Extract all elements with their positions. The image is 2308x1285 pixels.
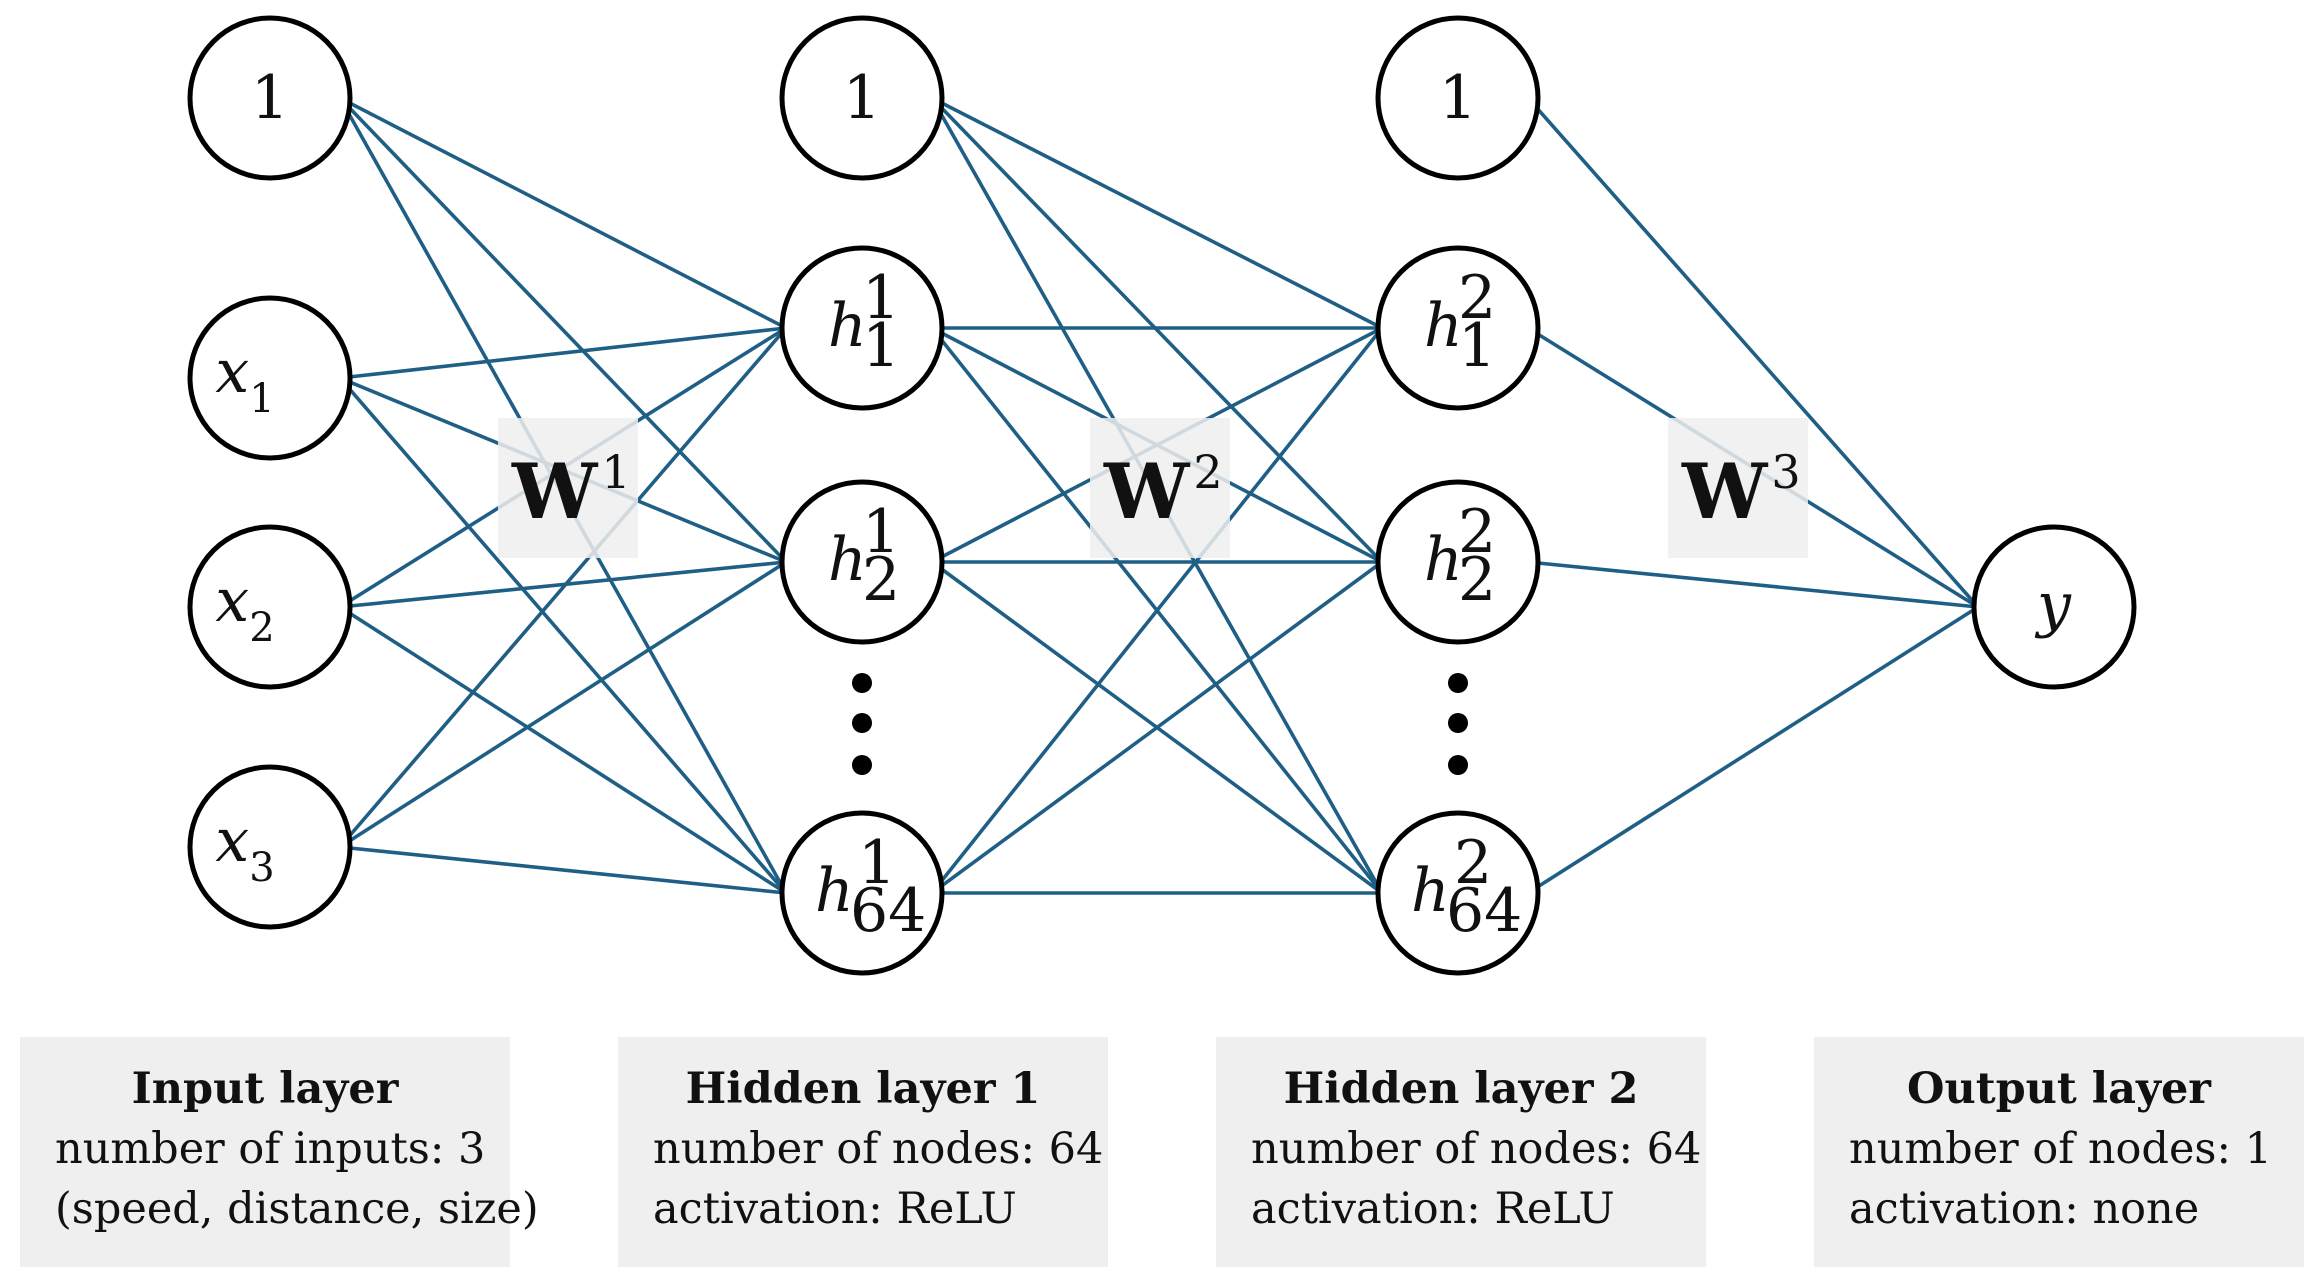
- h2-1-sub: 1: [1458, 311, 1496, 381]
- input-node-x2: x2: [187, 524, 353, 690]
- h2-64-sub: 64: [1446, 876, 1522, 946]
- svg-text:W2: W2: [1103, 445, 1223, 536]
- input-layer-line1: number of inputs: 3: [55, 1124, 486, 1174]
- h1-2-sup: 1: [862, 497, 900, 567]
- connection-l1-1-2: [338, 376, 788, 895]
- hidden2-node-h1: h 2 1: [1375, 245, 1541, 411]
- h1-64-sup: 1: [858, 828, 896, 898]
- hidden-layer-2-line1: number of nodes: 64: [1251, 1124, 1702, 1174]
- connection-l3-0-0: [1526, 96, 1980, 609]
- hidden2-node-h2: h 2 2: [1375, 479, 1541, 645]
- weight-w3-base: W: [1681, 447, 1769, 536]
- h1-64-base: h: [815, 856, 854, 926]
- weight-w1-sup: 1: [601, 445, 630, 499]
- h2-64-sup: 2: [1454, 828, 1492, 898]
- hidden-layer-1-title: Hidden layer 1: [685, 1064, 1041, 1114]
- hidden-layer-2-box: Hidden layer 2 number of nodes: 64 activ…: [1216, 1037, 1706, 1267]
- hidden-layer-2-title: Hidden layer 2: [1283, 1064, 1639, 1114]
- input-bias-label: 1: [251, 63, 289, 133]
- hidden1-bias-label: 1: [843, 63, 881, 133]
- h2-1-sup: 2: [1458, 263, 1496, 333]
- hidden2-ellipsis: [1448, 673, 1468, 775]
- weight-label-w3: W3: [1668, 418, 1808, 558]
- connection-l1-0-0: [339, 96, 787, 330]
- x2-base: x: [215, 566, 249, 636]
- input-node-x3: x3: [187, 764, 353, 930]
- connection-l3-3-0: [1527, 605, 1979, 895]
- hidden-layer-1-line2: activation: ReLU: [653, 1184, 1017, 1234]
- connection-l2-0-1: [930, 96, 1384, 564]
- output-layer-line2: activation: none: [1849, 1184, 2200, 1234]
- h1-64-sub: 64: [850, 876, 926, 946]
- connection-l1-3-2: [339, 845, 787, 895]
- hidden2-bias-node: 1: [1375, 15, 1541, 181]
- h1-1-sub: 1: [862, 311, 900, 381]
- weight-w3-sup: 3: [1771, 445, 1800, 499]
- svg-text:x3: x3: [215, 806, 274, 891]
- output-layer-line1: number of nodes: 1: [1849, 1124, 2272, 1174]
- x1-base: x: [215, 337, 249, 407]
- connection-l1-2-2: [339, 605, 787, 895]
- weight-w1-base: W: [511, 447, 599, 536]
- connection-l2-3-1: [930, 560, 1384, 895]
- connection-l2-0-0: [931, 96, 1383, 330]
- hidden2-bias-label: 1: [1439, 63, 1477, 133]
- connection-l1-2-1: [339, 560, 787, 609]
- hidden1-ellipsis: [852, 673, 872, 775]
- x3-sub: 3: [249, 845, 274, 891]
- input-layer-line2: (speed, distance, size): [55, 1184, 539, 1234]
- input-layer-box: Input layer number of inputs: 3 (speed, …: [20, 1037, 539, 1267]
- input-bias-node: 1: [187, 15, 353, 181]
- weight-w2-sup: 2: [1193, 445, 1222, 499]
- input-node-x1: x1: [187, 295, 353, 461]
- hidden1-node-h2: h 1 2: [779, 479, 945, 645]
- x2-sub: 2: [249, 605, 274, 651]
- connection-l1-3-0: [338, 326, 788, 849]
- output-layer-title: Output layer: [1907, 1064, 2211, 1114]
- svg-text:W3: W3: [1681, 445, 1801, 536]
- output-layer-box: Output layer number of nodes: 1 activati…: [1814, 1037, 2304, 1267]
- h1-2-base: h: [828, 525, 867, 595]
- connection-l1-3-1: [339, 560, 787, 849]
- h2-1-base: h: [1424, 291, 1463, 361]
- connection-l3-2-0: [1527, 560, 1979, 609]
- hidden2-node-h64: h 2 64: [1375, 810, 1541, 976]
- svg-text:x1: x1: [215, 337, 274, 422]
- output-y-label: y: [2034, 570, 2072, 640]
- h2-2-sup: 2: [1458, 497, 1496, 567]
- input-layer-title: Input layer: [131, 1064, 399, 1114]
- hidden-layer-1-box: Hidden layer 1 number of nodes: 64 activ…: [618, 1037, 1108, 1267]
- connection-l1-1-0: [339, 326, 787, 380]
- hidden1-node-h64: h 1 64: [779, 810, 945, 976]
- connections: [338, 96, 1980, 895]
- h1-2-sub: 2: [862, 545, 900, 615]
- output-node-y: y: [1971, 524, 2137, 690]
- weight-label-w2: W2: [1090, 418, 1230, 558]
- h2-64-base: h: [1411, 856, 1450, 926]
- hidden1-node-h1: h 1 1: [779, 245, 945, 411]
- h1-1-base: h: [828, 291, 867, 361]
- weight-w2-base: W: [1103, 447, 1191, 536]
- x3-base: x: [215, 806, 249, 876]
- svg-text:x2: x2: [215, 566, 274, 651]
- h2-2-sub: 2: [1458, 545, 1496, 615]
- weight-label-w1: W1: [498, 418, 638, 558]
- connection-l1-0-1: [338, 96, 788, 564]
- svg-text:W1: W1: [511, 445, 631, 536]
- x1-sub: 1: [249, 376, 274, 422]
- connection-l2-3-0: [930, 326, 1384, 895]
- hidden1-bias-node: 1: [779, 15, 945, 181]
- hidden-layer-1-line1: number of nodes: 64: [653, 1124, 1104, 1174]
- hidden-layer-2-line2: activation: ReLU: [1251, 1184, 1615, 1234]
- h1-1-sup: 1: [862, 263, 900, 333]
- h2-2-base: h: [1424, 525, 1463, 595]
